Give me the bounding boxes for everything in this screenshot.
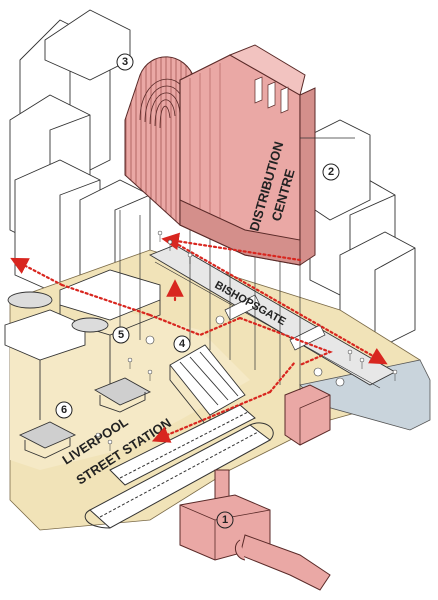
callout-5: 5 (112, 326, 130, 344)
callout-1: 1 (216, 511, 234, 529)
service-shaft (284, 384, 331, 446)
callout-2: 2 (322, 163, 340, 181)
callout-6: 6 (55, 401, 73, 419)
escalators (169, 344, 246, 432)
rail-tunnel (84, 404, 274, 529)
callout-3: 3 (116, 53, 134, 71)
svg-text:4: 4 (179, 338, 186, 350)
callout-4: 4 (173, 335, 191, 353)
street-band (148, 244, 396, 389)
pedestrian-icons (95, 230, 398, 451)
svg-text:2: 2 (328, 166, 334, 178)
distribution-centre-building (124, 44, 355, 266)
svg-text:1: 1 (222, 514, 228, 526)
station-structures (4, 269, 161, 459)
structural-columns (119, 210, 301, 390)
pedestrian-routes (10, 232, 388, 443)
svg-text:3: 3 (122, 56, 128, 68)
svg-text:5: 5 (118, 329, 124, 341)
tree-icons (145, 315, 345, 387)
underground-core (179, 469, 331, 591)
svg-text:6: 6 (61, 404, 67, 416)
